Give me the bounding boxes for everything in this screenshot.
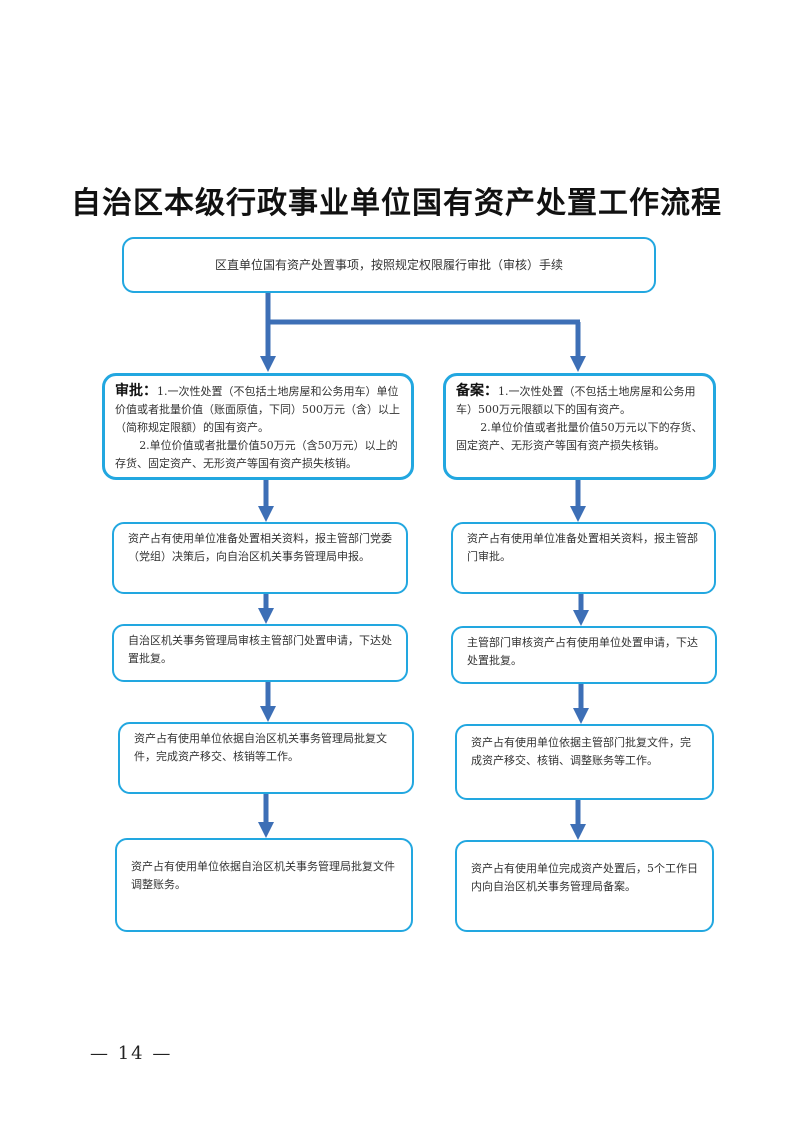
arrowhead-right-4 — [573, 708, 589, 724]
arrowhead-left-3 — [258, 608, 274, 624]
page-number: — 14 — — [90, 1043, 173, 1064]
approval-item-1: 1.一次性处置（不包括土地房屋和公务用车）单位价值或者批量价值（账面原值，下同）… — [115, 385, 400, 434]
approval-label: 审批： — [115, 383, 157, 399]
filing-item-2: 2.单位价值或者批量价值50万元以下的存货、固定资产、无形资产等国有资产损失核销… — [456, 421, 703, 452]
filing-box: 备案：1.一次性处置（不包括土地房屋和公务用车）500万元限额以下的国有资产。 … — [443, 373, 716, 480]
left-step-1: 资产占有使用单位准备处置相关资料，报主管部门党委（党组）决策后，向自治区机关事务… — [112, 522, 408, 594]
arrowhead-right-5 — [570, 824, 586, 840]
left-step-1-text: 资产占有使用单位准备处置相关资料，报主管部门党委（党组）决策后，向自治区机关事务… — [128, 532, 392, 563]
right-step-4: 资产占有使用单位完成资产处置后，5个工作日内向自治区机关事务管理局备案。 — [455, 840, 714, 932]
right-step-2: 主管部门审核资产占有使用单位处置申请，下达处置批复。 — [451, 626, 717, 684]
filing-label: 备案： — [456, 383, 498, 399]
right-step-3: 资产占有使用单位依据主管部门批复文件，完成资产移交、核销、调整账务等工作。 — [455, 724, 714, 800]
arrowhead-right-3 — [573, 610, 589, 626]
right-step-2-text: 主管部门审核资产占有使用单位处置申请，下达处置批复。 — [467, 636, 698, 667]
right-step-1-text: 资产占有使用单位准备处置相关资料，报主管部门审批。 — [467, 532, 698, 563]
top-box: 区直单位国有资产处置事项，按照规定权限履行审批（审核）手续 — [122, 237, 656, 293]
filing-item-1: 1.一次性处置（不包括土地房屋和公务用车）500万元限额以下的国有资产。 — [456, 385, 696, 416]
left-step-3: 资产占有使用单位依据自治区机关事务管理局批复文件，完成资产移交、核销等工作。 — [118, 722, 414, 794]
left-step-3-text: 资产占有使用单位依据自治区机关事务管理局批复文件，完成资产移交、核销等工作。 — [134, 732, 387, 763]
approval-item-2: 2.单位价值或者批量价值50万元（含50万元）以上的存货、固定资产、无形资产等国… — [115, 439, 398, 470]
left-step-4: 资产占有使用单位依据自治区机关事务管理局批复文件调整账务。 — [115, 838, 413, 932]
top-box-text: 区直单位国有资产处置事项，按照规定权限履行审批（审核）手续 — [214, 258, 563, 272]
left-step-2: 自治区机关事务管理局审核主管部门处置申请，下达处置批复。 — [112, 624, 408, 682]
arrowhead-right-2 — [570, 506, 586, 522]
left-step-4-text: 资产占有使用单位依据自治区机关事务管理局批复文件调整账务。 — [131, 860, 395, 891]
arrowhead-left-2 — [258, 506, 274, 522]
arrowhead-left-1 — [260, 356, 276, 372]
arrowhead-left-5 — [258, 822, 274, 838]
left-step-2-text: 自治区机关事务管理局审核主管部门处置申请，下达处置批复。 — [128, 634, 392, 665]
approval-box: 审批：1.一次性处置（不包括土地房屋和公务用车）单位价值或者批量价值（账面原值，… — [102, 373, 414, 480]
page-title: 自治区本级行政事业单位国有资产处置工作流程 — [71, 186, 722, 221]
arrowhead-right-1 — [570, 356, 586, 372]
right-step-3-text: 资产占有使用单位依据主管部门批复文件，完成资产移交、核销、调整账务等工作。 — [471, 736, 691, 767]
right-step-4-text: 资产占有使用单位完成资产处置后，5个工作日内向自治区机关事务管理局备案。 — [471, 862, 698, 893]
arrowhead-left-4 — [260, 706, 276, 722]
right-step-1: 资产占有使用单位准备处置相关资料，报主管部门审批。 — [451, 522, 716, 594]
